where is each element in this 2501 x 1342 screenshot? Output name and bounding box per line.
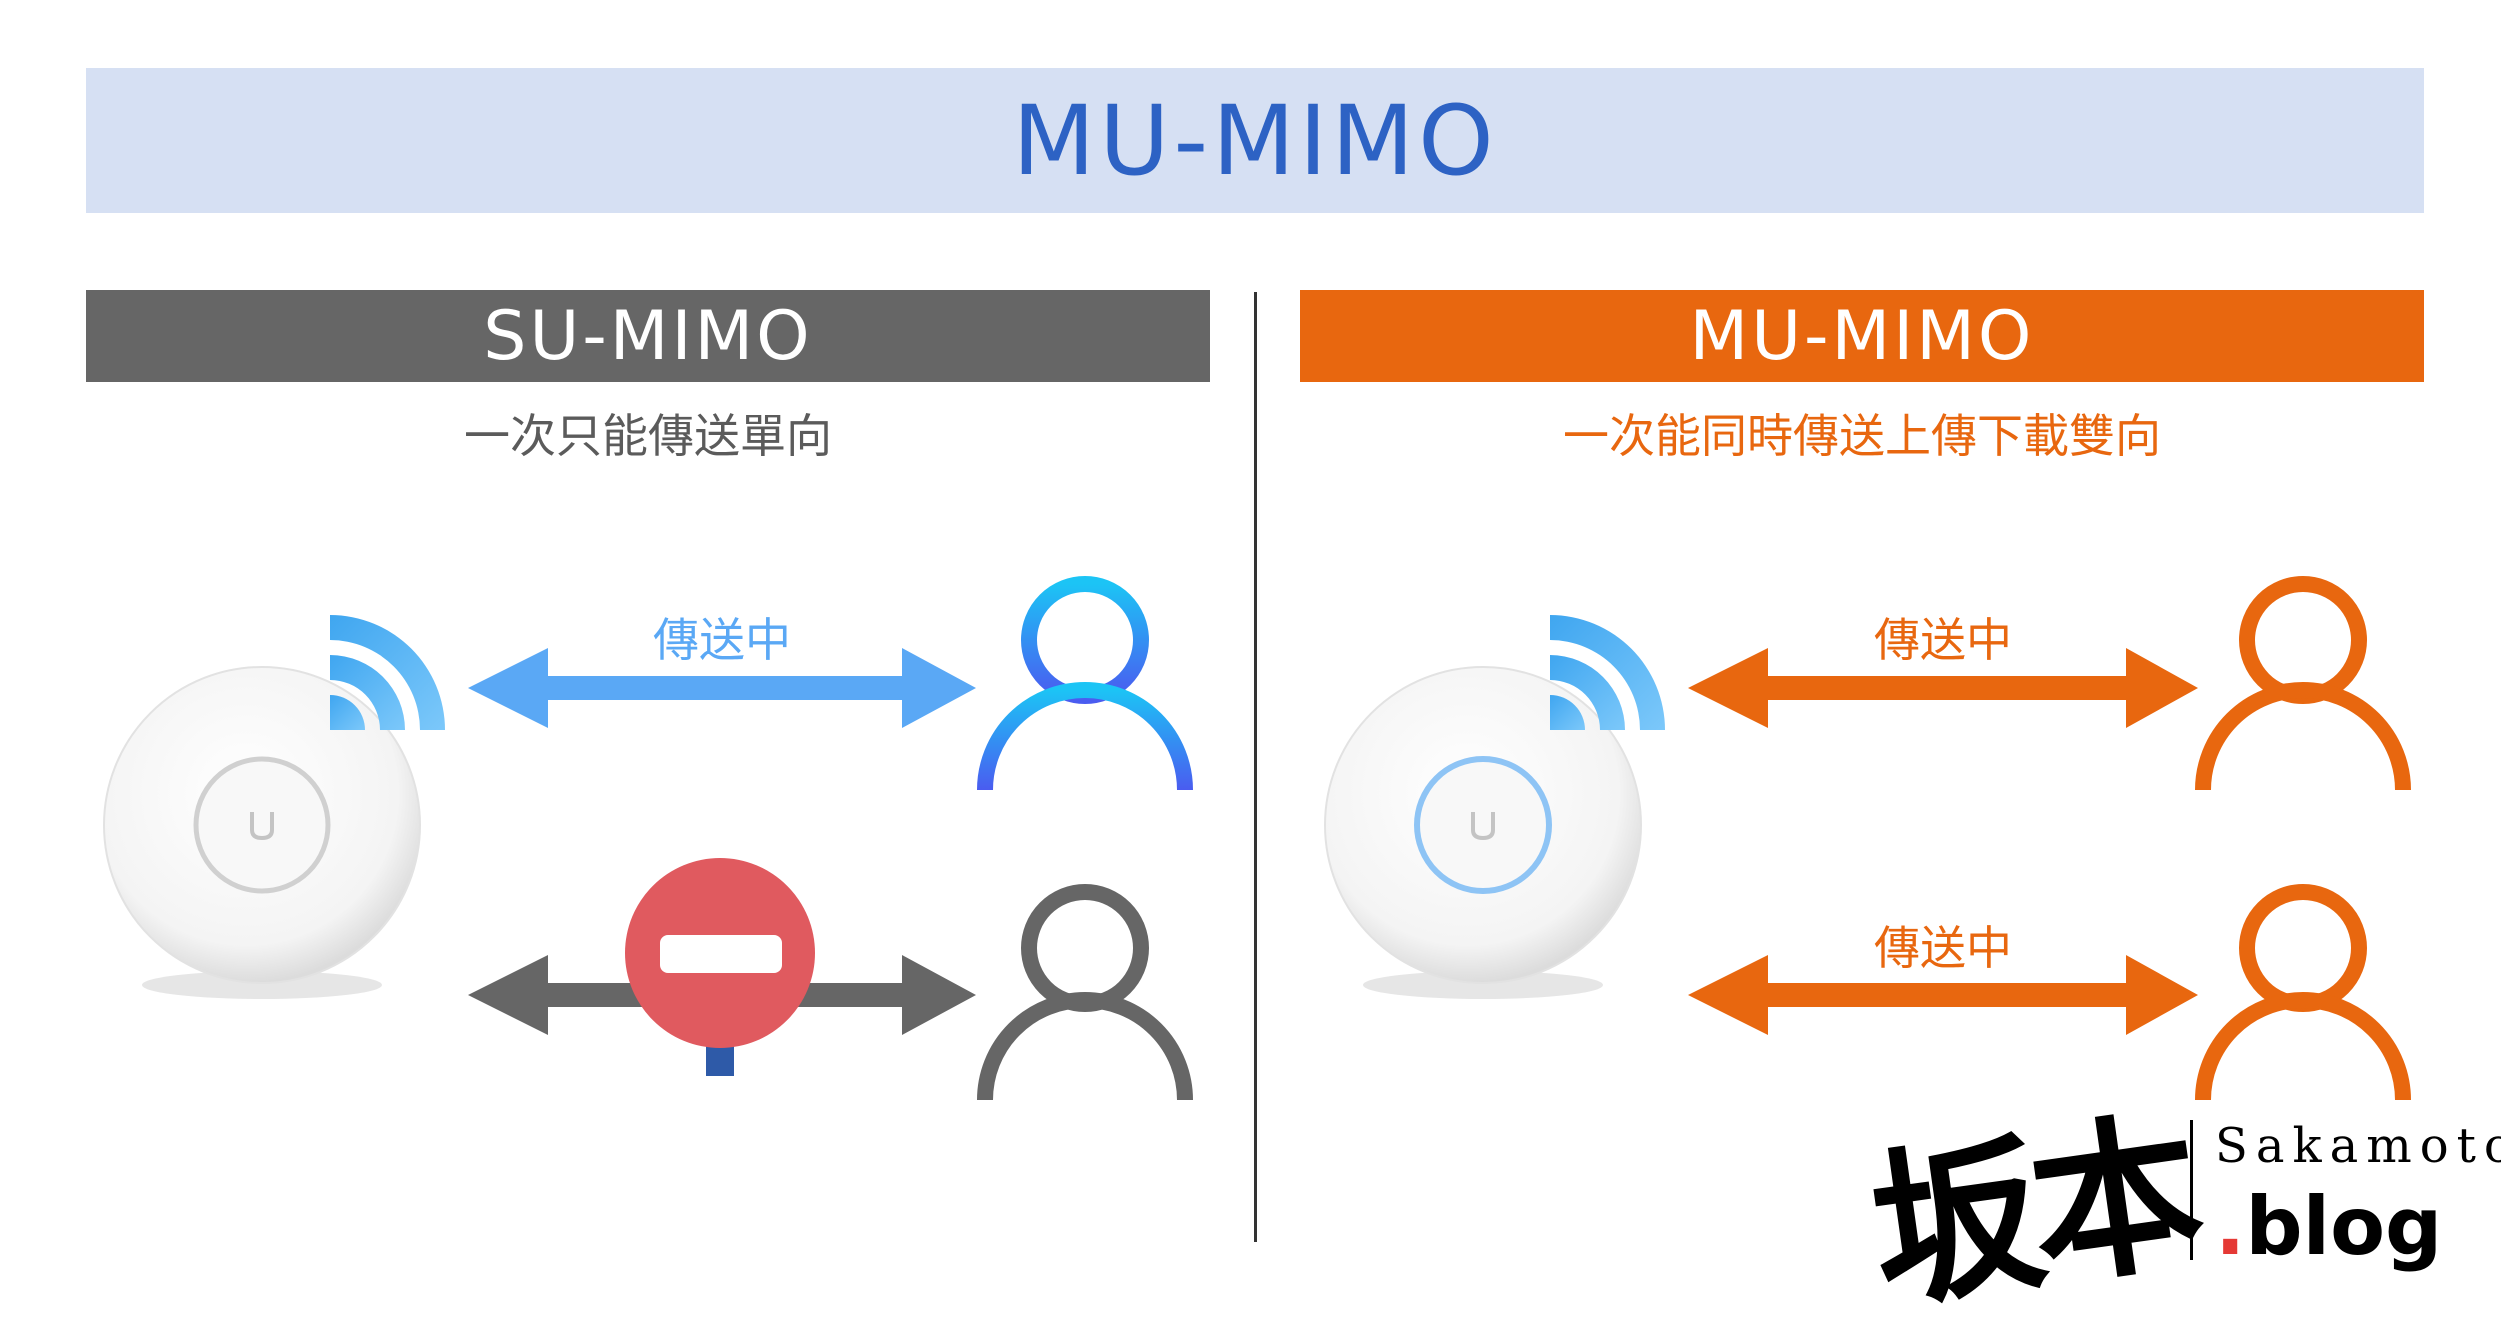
- su-user-icon-gray: [977, 884, 1193, 1101]
- mu-orange-double-arrow-icon-top: [1688, 648, 2198, 728]
- watermark-logo-chinese: 坂本: [1859, 1091, 2205, 1335]
- mu-arrow-label-top: 傳送中: [1874, 613, 2012, 667]
- mu-mimo-subtitle: 一次能同時傳送上傳下載雙向: [1563, 409, 2161, 463]
- su-arrow-label: 傳送中: [653, 613, 791, 667]
- su-wifi-signal-icon: [330, 615, 445, 730]
- su-blue-double-arrow-icon: [468, 648, 976, 728]
- mu-mimo-header: MU-MIMO: [1300, 290, 2424, 382]
- su-mimo-subtitle: 一次只能傳送單向: [464, 409, 832, 463]
- su-user-icon-blue: [977, 576, 1193, 791]
- su-access-point-icon: [103, 666, 421, 999]
- mu-user-icon-bottom: [2195, 884, 2411, 1101]
- mu-user-icon-top: [2195, 576, 2411, 791]
- watermark-dot: .: [2215, 1180, 2246, 1273]
- watermark-logo-blog: .blog: [2215, 1180, 2442, 1273]
- page-title: MU-MIMO: [1012, 84, 1498, 197]
- mu-wifi-signal-icon: [1550, 615, 1665, 730]
- su-mimo-header-label: SU-MIMO: [483, 296, 813, 376]
- panel-divider: [1254, 292, 1257, 1242]
- mu-mimo-header-label: MU-MIMO: [1689, 296, 2035, 376]
- mu-arrow-label-bottom: 傳送中: [1874, 921, 2012, 975]
- mu-access-point-icon: [1324, 666, 1642, 999]
- su-mimo-header: SU-MIMO: [86, 290, 1210, 382]
- watermark-logo-latin: Sakamoto: [2215, 1118, 2501, 1174]
- watermark-divider: [2190, 1120, 2193, 1260]
- no-entry-icon: [625, 858, 815, 1076]
- diagram-graphics: [103, 576, 2411, 1101]
- title-banner: MU-MIMO: [86, 68, 2424, 213]
- watermark-blog-text: blog: [2245, 1180, 2443, 1273]
- mu-orange-double-arrow-icon-bottom: [1688, 955, 2198, 1035]
